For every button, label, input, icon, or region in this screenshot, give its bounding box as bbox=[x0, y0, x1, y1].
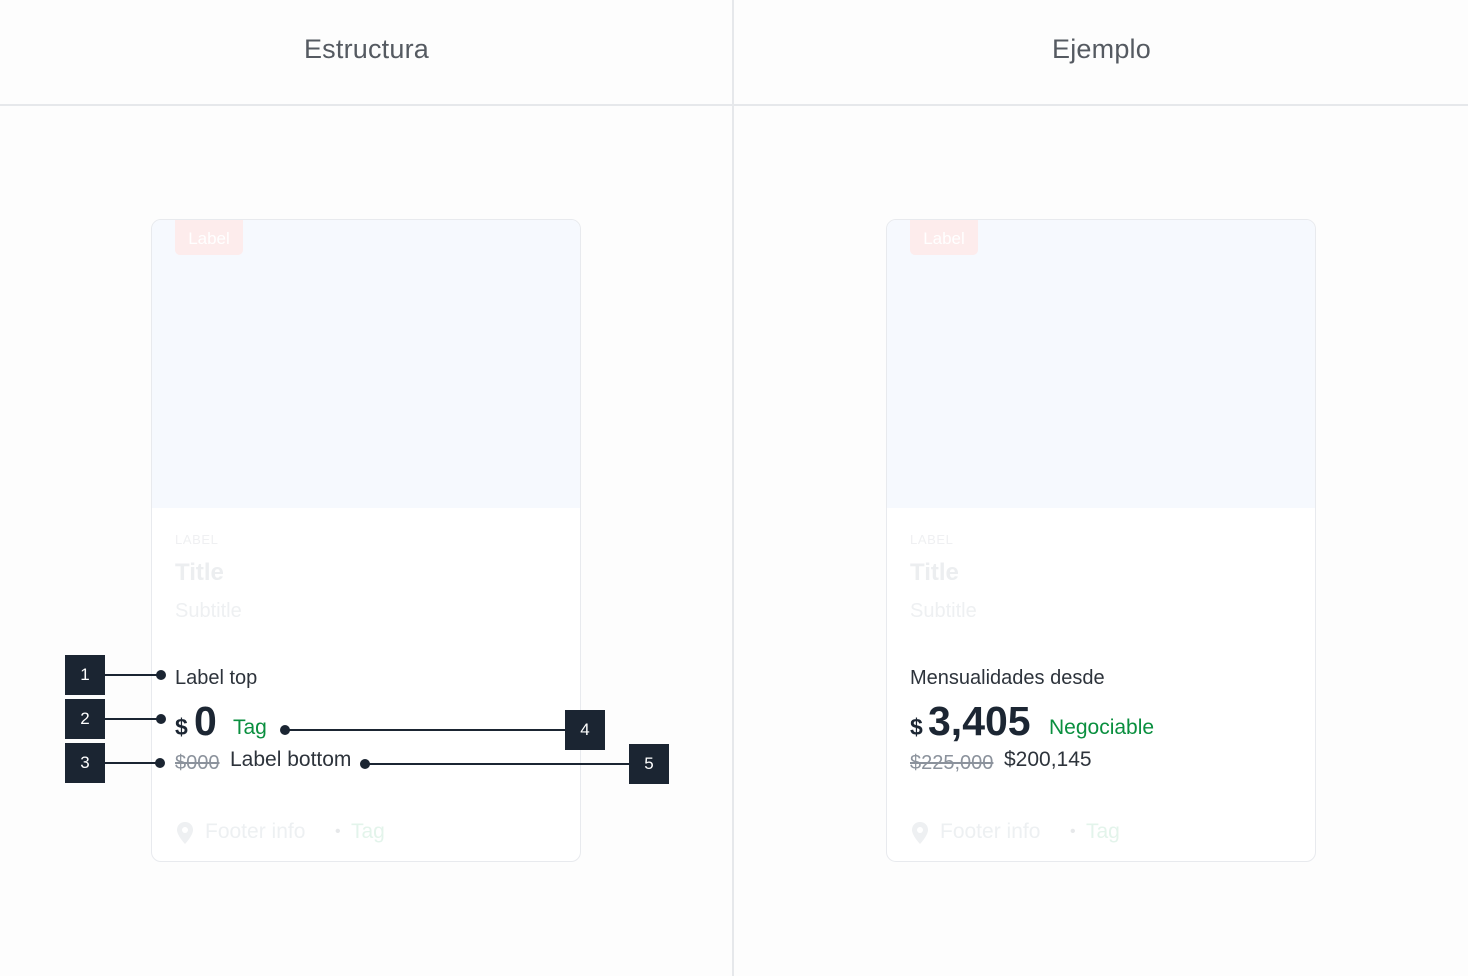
callout-leader-4 bbox=[285, 729, 566, 731]
callout-marker-1: 1 bbox=[65, 655, 105, 695]
footer-separator: • bbox=[1070, 823, 1076, 840]
currency-symbol: $ bbox=[910, 714, 923, 740]
callout-marker-5: 5 bbox=[629, 744, 669, 784]
footer-info: Footer info bbox=[205, 820, 306, 843]
card-subtitle: Subtitle bbox=[910, 600, 977, 622]
callout-marker-2: 2 bbox=[65, 699, 105, 739]
footer-tag: Tag bbox=[351, 820, 385, 843]
location-pin-icon bbox=[177, 822, 193, 844]
label-top: Mensualidades desde bbox=[910, 667, 1105, 689]
old-price: $000 bbox=[175, 752, 220, 774]
card-overline: LABEL bbox=[175, 532, 219, 547]
callout-leader-2 bbox=[105, 718, 161, 720]
card-image-placeholder bbox=[152, 220, 580, 508]
label-bottom: Label bottom bbox=[230, 748, 352, 771]
example-column-title: Ejemplo bbox=[1052, 34, 1151, 64]
footer-tag: Tag bbox=[1086, 820, 1120, 843]
card-overline: LABEL bbox=[910, 532, 954, 547]
callout-dot-1 bbox=[156, 670, 166, 680]
column-divider bbox=[732, 0, 734, 976]
label-bottom: $200,145 bbox=[1004, 748, 1092, 771]
card-title: Title bbox=[175, 559, 224, 586]
location-pin-icon bbox=[912, 822, 928, 844]
price-amount: 3,405 bbox=[928, 698, 1031, 744]
currency-symbol: $ bbox=[175, 714, 188, 740]
callout-leader-5 bbox=[365, 763, 630, 765]
card-badge: Label bbox=[910, 220, 978, 255]
card-image-placeholder bbox=[887, 220, 1315, 508]
price-amount: 0 bbox=[194, 698, 217, 744]
footer-info: Footer info bbox=[940, 820, 1041, 843]
header-divider bbox=[0, 104, 1468, 106]
callout-marker-3: 3 bbox=[65, 743, 105, 783]
price-tag: Tag bbox=[233, 716, 267, 739]
callout-leader-1 bbox=[105, 674, 161, 676]
structure-card: Label LABEL Title Subtitle Label top $ 0… bbox=[151, 219, 581, 862]
footer-separator: • bbox=[335, 823, 341, 840]
callout-dot-3 bbox=[155, 758, 165, 768]
old-price: $225,000 bbox=[910, 752, 994, 774]
card-badge: Label bbox=[175, 220, 243, 255]
structure-column-title: Estructura bbox=[303, 34, 430, 64]
callout-leader-3 bbox=[105, 762, 161, 764]
label-top: Label top bbox=[175, 667, 258, 689]
callout-dot-2 bbox=[156, 714, 166, 724]
example-card: Label LABEL Title Subtitle Mensualidades… bbox=[886, 219, 1316, 862]
callout-marker-4: 4 bbox=[565, 710, 605, 750]
card-title: Title bbox=[910, 559, 959, 586]
card-subtitle: Subtitle bbox=[175, 600, 242, 622]
price-tag: Negociable bbox=[1049, 716, 1155, 739]
